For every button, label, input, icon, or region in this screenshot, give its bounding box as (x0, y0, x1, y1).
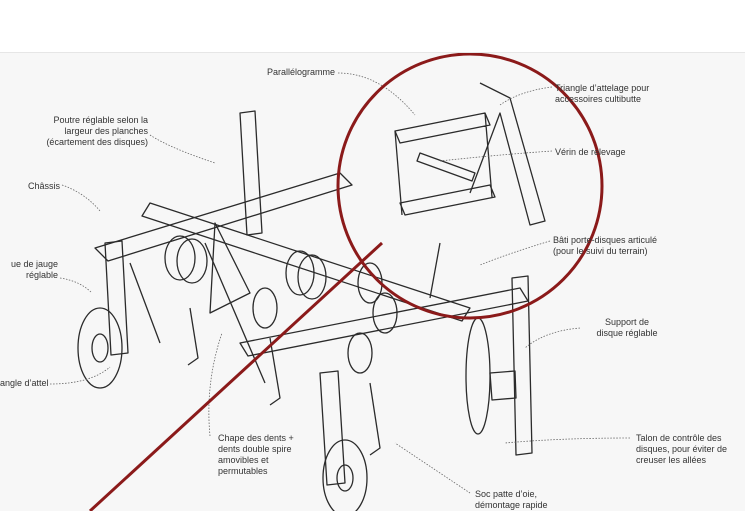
label-articulated-frame: Bâti porte-disques articulé (pour le sui… (553, 235, 658, 256)
main-cross-beam (141, 202, 471, 322)
machine-drawing (49, 53, 631, 511)
label-hitch-triangle: Triangle d’attelage pour accessoires cul… (555, 83, 650, 104)
right-post (511, 275, 533, 456)
front-wheel-post (319, 370, 346, 486)
machine-linework (77, 82, 546, 511)
label-lift-cylinder: Vérin de relevage (555, 147, 626, 157)
right-disc (465, 317, 491, 435)
zoom-circle (336, 53, 604, 320)
label-disc-support: Support de disque réglable (596, 317, 658, 338)
parallelogram-links (394, 112, 496, 216)
front-hitch-triangle (209, 222, 251, 314)
tine-left (187, 307, 199, 366)
zoom-pointer-line (88, 241, 384, 511)
label-gauge-wheel: ue de jauge réglable (10, 259, 58, 280)
gauge-wheel-post (104, 240, 129, 356)
front-wheel (322, 439, 368, 511)
tine-mid (269, 337, 281, 406)
label-control-heel: Talon de contrôle des disques, pour évit… (636, 433, 728, 465)
leader-lines (49, 72, 631, 494)
lift-cylinder (416, 152, 476, 182)
label-front-hitch-triangle: angle d’attelage (0, 378, 48, 388)
front-beam (239, 287, 529, 357)
label-goosefoot-share: Soc patte d’oie, démontage rapide (475, 489, 548, 510)
left-upright (239, 110, 263, 236)
label-chassis: Châssis (27, 181, 60, 191)
label-tine-clevis: Chape des dents + dents double spire amo… (218, 433, 294, 476)
label-adjustable-beam: Poutre réglable selon la largeur des pla… (46, 115, 148, 147)
rear-beam (94, 172, 353, 262)
diagram-panel: Parallélogramme Triangle d’attelage pour… (0, 52, 745, 511)
hitch-triangle (469, 82, 546, 226)
gauge-wheel (77, 307, 123, 389)
label-parallelogram: Parallélogramme (266, 67, 335, 77)
tine-front (369, 382, 381, 456)
coil-springs (164, 235, 398, 374)
